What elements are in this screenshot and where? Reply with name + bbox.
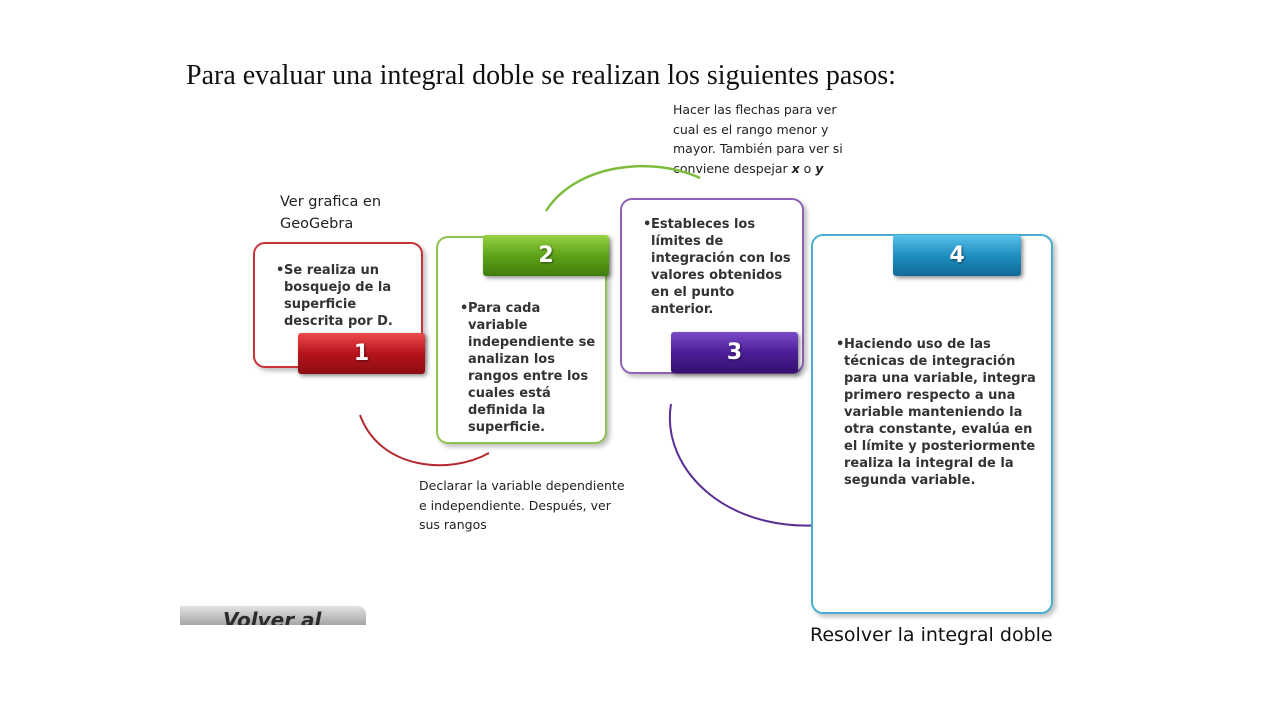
step-1-text: Se realiza un bosquejo de la superficie … bbox=[276, 262, 416, 330]
step-3-badge: 3 bbox=[671, 332, 798, 373]
arrows-note: Hacer las flechas para ver cual es el ra… bbox=[673, 100, 851, 178]
arrows-note-text: Hacer las flechas para ver cual es el ra… bbox=[673, 102, 843, 176]
step-2-badge: 2 bbox=[483, 235, 609, 276]
step-1-badge: 1 bbox=[298, 333, 425, 374]
declare-note: Declarar la variable dependiente e indep… bbox=[419, 478, 625, 532]
arrows-note-o: o bbox=[799, 160, 816, 176]
step-1-bullet: Se realiza un bosquejo de la superficie … bbox=[276, 262, 416, 330]
geogebra-note: Ver grafica en GeoGebra bbox=[280, 194, 382, 232]
step-4-bullet: Haciendo uso de las técnicas de integrac… bbox=[836, 336, 1041, 489]
step-2-text: Para cada variable independiente se anal… bbox=[460, 300, 600, 436]
step-4-text: Haciendo uso de las técnicas de integrac… bbox=[836, 336, 1041, 489]
arrows-note-x: x bbox=[791, 160, 800, 176]
arrows-note-y: y bbox=[815, 160, 824, 176]
step-4-badge: 4 bbox=[893, 235, 1021, 276]
step-2-bullet: Para cada variable independiente se anal… bbox=[460, 300, 600, 436]
back-button[interactable]: Volver al bbox=[180, 606, 366, 625]
step-3-text: Estableces los límites de integración co… bbox=[643, 216, 793, 318]
page-title: Para evaluar una integral doble se reali… bbox=[186, 60, 896, 91]
resolve-note: Resolver la integral doble bbox=[810, 624, 1053, 646]
back-button-label: Volver al bbox=[223, 608, 322, 625]
step-3-bullet: Estableces los límites de integración co… bbox=[643, 216, 793, 318]
